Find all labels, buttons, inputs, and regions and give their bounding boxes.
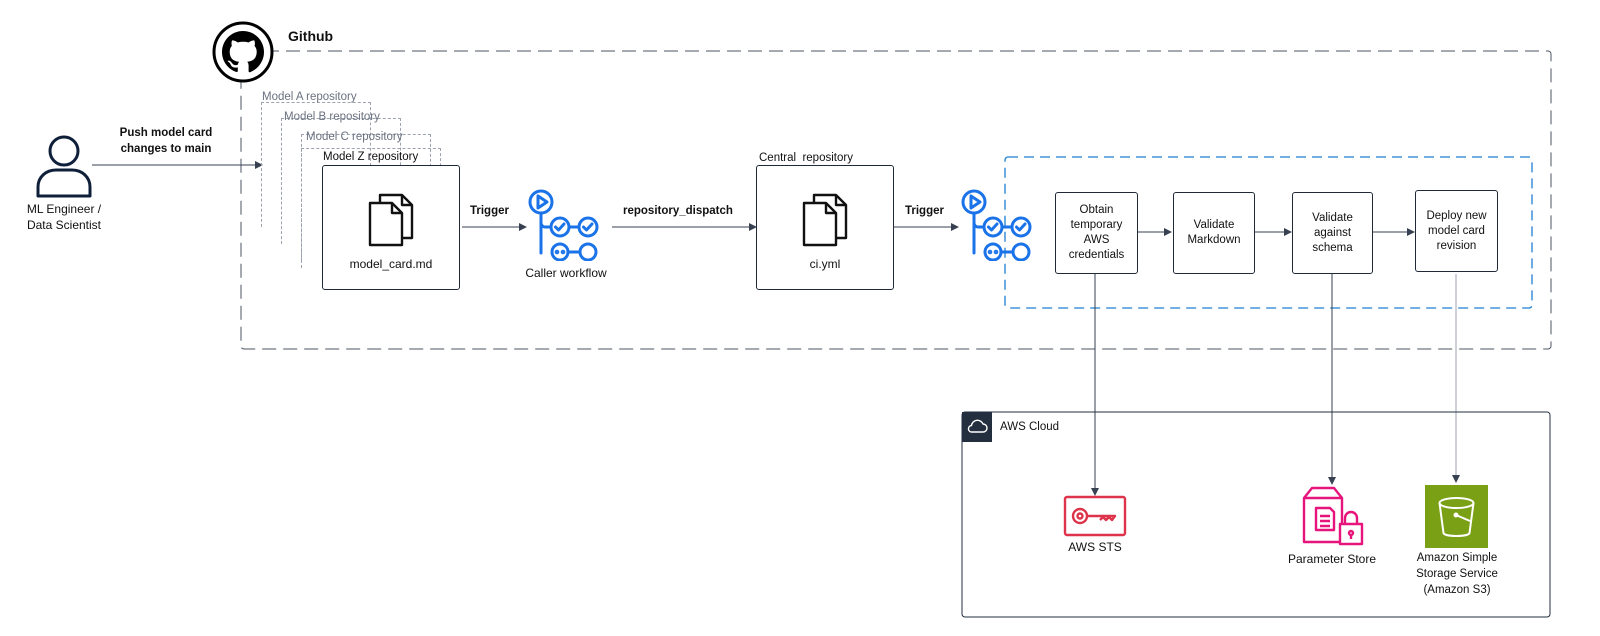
central-repository-title: Central repository: [759, 152, 853, 164]
github-logo-icon: [212, 21, 274, 83]
push-label-line-1: Push model card: [119, 127, 213, 139]
step-validate-schema: Validate against schema: [1292, 192, 1373, 274]
repo-label-a: Model A repository: [262, 91, 357, 103]
user-icon: [34, 134, 94, 198]
aws-cloud-icon: [962, 412, 992, 442]
trigger-label-2: Trigger: [905, 205, 944, 217]
model-z-repository: [322, 165, 460, 290]
parameter-store-label: Parameter Store: [1287, 552, 1377, 566]
document-copy-icon: [800, 193, 850, 247]
trigger-label-1: Trigger: [470, 205, 509, 217]
aws-sts-label: AWS STS: [1068, 540, 1122, 554]
aws-cloud-boundary: [961, 411, 1551, 618]
caller-workflow-label: Caller workflow: [525, 266, 607, 280]
push-label-line-2: changes to main: [120, 143, 212, 155]
step-validate-markdown: Validate Markdown: [1173, 192, 1255, 274]
workflow-icon: [960, 189, 1038, 262]
parameter-store-icon: [1300, 484, 1366, 548]
bucket-icon: [1425, 485, 1488, 548]
github-label: Github: [288, 28, 334, 44]
workflow-icon: [527, 189, 605, 262]
repo-stack-a: [261, 102, 371, 227]
actor-label-line-1: ML Engineer /: [26, 202, 102, 216]
repo-label-c: Model C repository: [306, 131, 403, 143]
step-obtain-credentials: Obtain temporary AWS credentials: [1055, 192, 1138, 274]
aws-cloud-label: AWS Cloud: [1000, 421, 1060, 433]
repo-label-b: Model B repository: [284, 111, 380, 123]
model-card-file-label: model_card.md: [349, 257, 433, 271]
key-icon: [1063, 495, 1127, 537]
document-copy-icon: [366, 193, 416, 247]
step-deploy-revision: Deploy new model card revision: [1415, 190, 1498, 272]
workflow-steps-boundary: [1004, 156, 1533, 309]
ci-file-label: ci.yml: [809, 257, 841, 271]
s3-label: Amazon Simple Storage Service (Amazon S3…: [1416, 552, 1498, 596]
actor-label-line-2: Data Scientist: [26, 218, 102, 232]
repository-dispatch-label: repository_dispatch: [623, 205, 733, 217]
repo-label-front: Model Z repository: [323, 151, 419, 163]
github-boundary: [240, 50, 1552, 350]
